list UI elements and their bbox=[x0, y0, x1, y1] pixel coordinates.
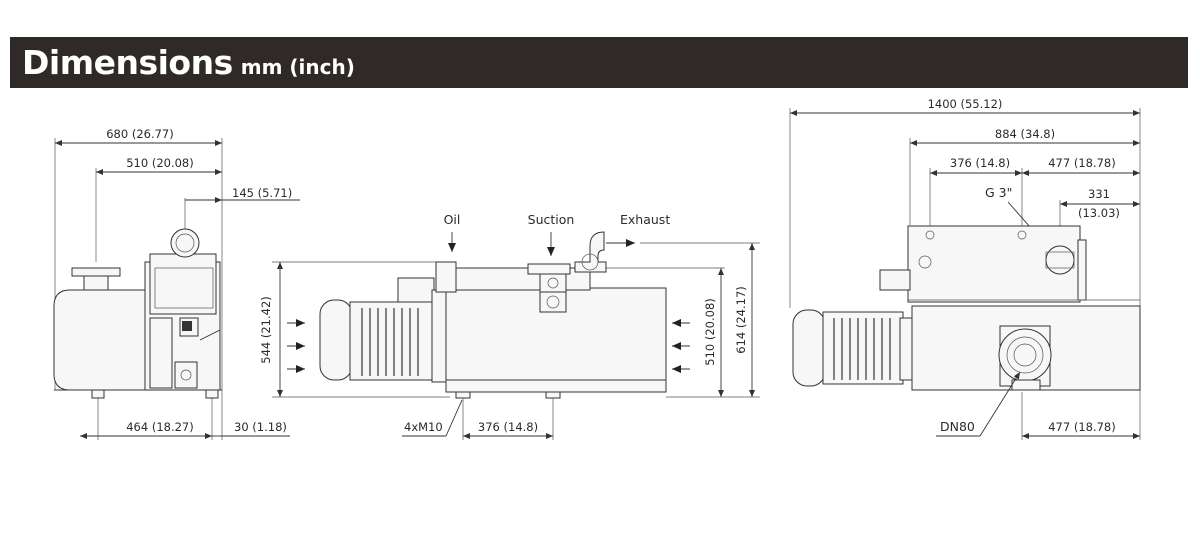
motor-fins-top bbox=[833, 318, 891, 380]
dim-width-total: 680 (26.77) bbox=[106, 127, 174, 141]
motor-fins bbox=[361, 308, 419, 376]
label-suction: Suction bbox=[528, 212, 575, 227]
dim-foot-spacing: 376 (14.8) bbox=[478, 420, 538, 434]
dim-height-body: 544 (21.42) bbox=[259, 296, 273, 364]
dim-length-total: 1400 (55.12) bbox=[928, 97, 1003, 111]
dim-exhaust-offset-inch: (13.03) bbox=[1078, 206, 1120, 220]
label-oil: Oil bbox=[444, 212, 461, 227]
page-title: Dimensions bbox=[22, 43, 233, 82]
side-view: 680 (26.77) 510 (20.08) 145 (5.71) 464 (… bbox=[53, 127, 300, 440]
dim-bolts: 4xM10 bbox=[404, 420, 443, 434]
dim-height-inlet: 510 (20.08) bbox=[703, 298, 717, 366]
dim-top-right: 477 (18.78) bbox=[1048, 156, 1116, 170]
dim-height-total: 614 (24.17) bbox=[734, 286, 748, 354]
dim-exhaust-offset: 331 bbox=[1088, 187, 1110, 201]
label-flange: DN80 bbox=[940, 419, 975, 434]
header-bar: Dimensions mm (inch) bbox=[10, 37, 1188, 88]
dim-foot-span: 464 (18.27) bbox=[126, 420, 194, 434]
dim-foot-overhang: 30 (1.18) bbox=[234, 420, 287, 434]
dim-top-left: 376 (14.8) bbox=[950, 156, 1010, 170]
dim-bottom: 477 (18.78) bbox=[1048, 420, 1116, 434]
front-view: Oil Suction Exhaust 544 (21.42) 510 (20.… bbox=[259, 212, 760, 440]
dim-length-pump: 884 (34.8) bbox=[995, 127, 1055, 141]
dim-flange-offset: 145 (5.71) bbox=[232, 186, 292, 200]
unit-label: mm (inch) bbox=[240, 54, 355, 79]
dim-width-body: 510 (20.08) bbox=[126, 156, 194, 170]
label-exhaust: Exhaust bbox=[620, 212, 670, 227]
label-thread: G 3" bbox=[985, 185, 1012, 200]
top-view: 1400 (55.12) 884 (34.8) 376 (14.8) 477 (… bbox=[789, 97, 1141, 440]
